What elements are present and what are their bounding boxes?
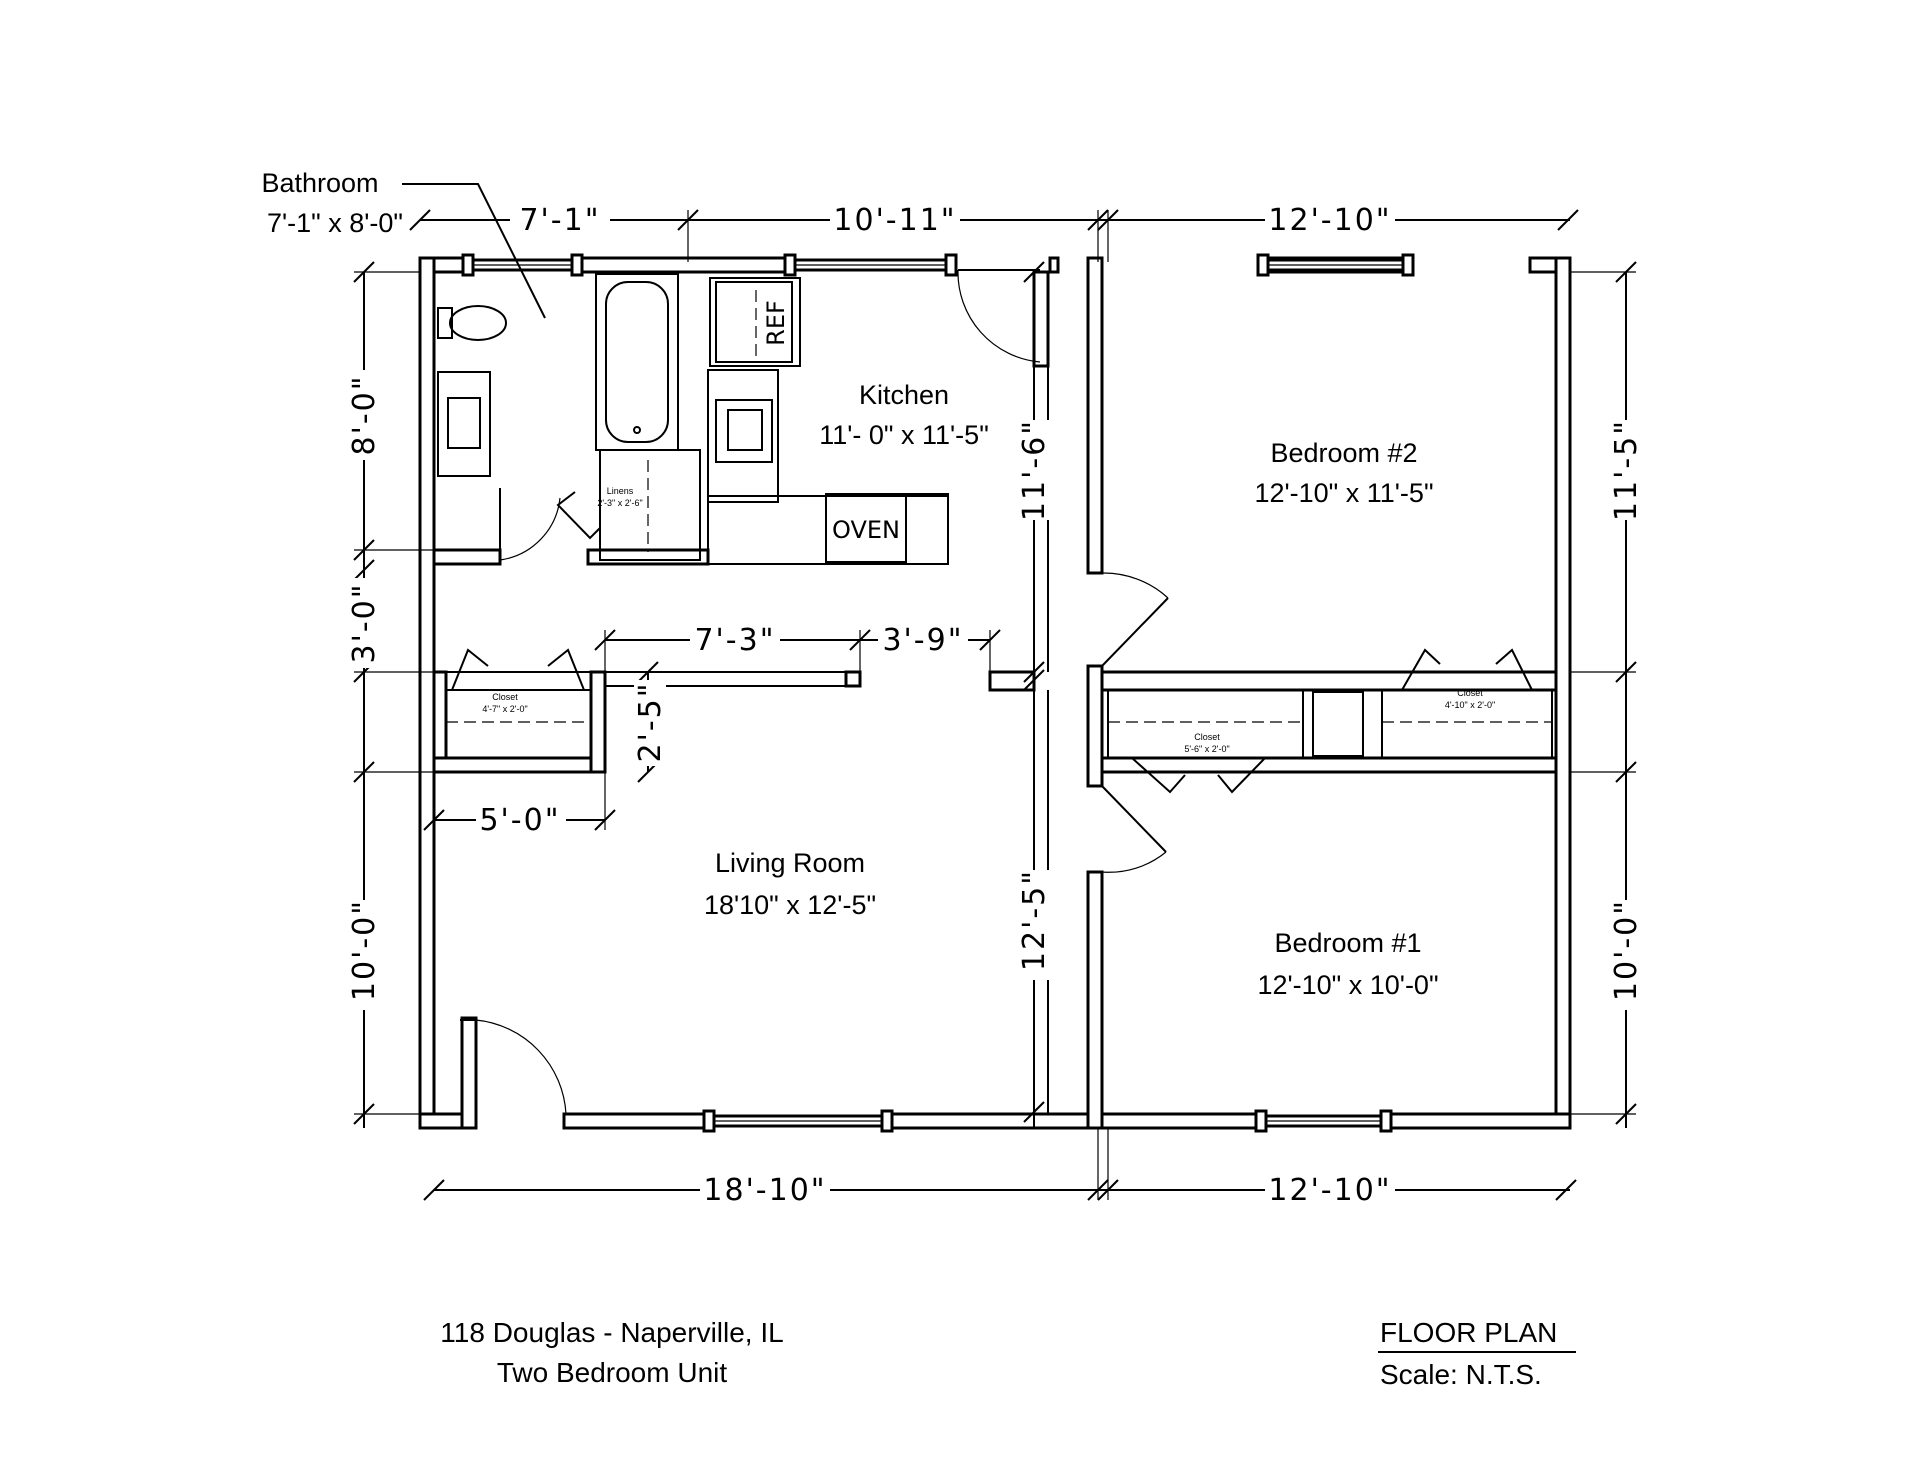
bedroom2-size: 12'-10" x 11'-5" bbox=[1254, 478, 1433, 508]
kitchen-fixtures bbox=[707, 269, 1041, 565]
windows bbox=[461, 253, 1415, 1133]
dim-right-bedroom2: 11'-5" bbox=[1609, 419, 1644, 521]
dim-right-bedroom1: 10'-0" bbox=[1609, 899, 1644, 1001]
closet-left-label: Closet bbox=[492, 692, 518, 702]
closet-right-label: Closet bbox=[1457, 688, 1483, 698]
scale-text: Scale: N.T.S. bbox=[1380, 1359, 1542, 1390]
dim-living-height: 12'-5" bbox=[1017, 869, 1052, 971]
ref-label: REF bbox=[762, 300, 790, 346]
dim-closet-depth: 2'-5" bbox=[633, 681, 668, 762]
appliance-labels: REF OVEN bbox=[762, 300, 900, 544]
bedroom2-label: Bedroom #2 bbox=[1270, 438, 1417, 468]
dim-left-living: 10'-0" bbox=[347, 899, 382, 1001]
dim-top-kitchen: 10'-11" bbox=[833, 203, 956, 238]
dim-left-bath: 8'-0" bbox=[347, 374, 382, 455]
dim-entry-offset: 5'-0" bbox=[479, 803, 560, 838]
kitchen-size: 11'- 0" x 11'-5" bbox=[819, 420, 989, 450]
closet-right-size: 4'-10" x 2'-0" bbox=[1445, 700, 1495, 710]
closet-left-size: 4'-7" x 2'-0" bbox=[482, 704, 527, 714]
linens-size: 2'-3" x 2'-6" bbox=[597, 498, 642, 508]
bedroom1-size: 12'-10" x 10'-0" bbox=[1257, 970, 1438, 1000]
dim-inner-opening: 3'-9" bbox=[882, 623, 963, 658]
dimension-labels: 7'-1" 10'-11" 12'-10" 18'-10" 12'-10" 8'… bbox=[347, 203, 1644, 1208]
dim-top-bedroom: 12'-10" bbox=[1268, 203, 1391, 238]
title-block: 118 Douglas - Naperville, IL Two Bedroom… bbox=[440, 1317, 1576, 1390]
closet-mid-size: 5'-6" x 2'-0" bbox=[1184, 744, 1229, 754]
dim-bottom-bedroom: 12'-10" bbox=[1268, 1173, 1391, 1208]
bathroom-fixtures bbox=[437, 273, 701, 561]
bedroom-doors bbox=[460, 572, 1169, 1130]
dimension-lines bbox=[353, 183, 1637, 1201]
room-labels: Bathroom 7'-1" x 8'-0" Kitchen 11'- 0" x… bbox=[261, 168, 1438, 1000]
unit-text: Two Bedroom Unit bbox=[497, 1357, 728, 1388]
address-text: 118 Douglas - Naperville, IL bbox=[440, 1317, 783, 1348]
living-room-size: 18'10" x 12'-5" bbox=[704, 890, 876, 920]
closets bbox=[445, 648, 1553, 794]
bathroom-size: 7'-1" x 8'-0" bbox=[267, 208, 403, 238]
linens-label: Linens bbox=[607, 486, 634, 496]
dim-top-bath: 7'-1" bbox=[519, 203, 600, 238]
living-room-label: Living Room bbox=[715, 848, 865, 878]
closet-mid-label: Closet bbox=[1194, 732, 1220, 742]
kitchen-label: Kitchen bbox=[859, 380, 949, 410]
bathroom-label: Bathroom bbox=[261, 168, 378, 198]
bedroom1-label: Bedroom #1 bbox=[1274, 928, 1421, 958]
dim-kitchen-height: 11'-6" bbox=[1017, 419, 1052, 521]
plan-title: FLOOR PLAN bbox=[1380, 1317, 1557, 1348]
dim-left-hall: 3'-0" bbox=[347, 582, 382, 663]
dim-inner-wall: 7'-3" bbox=[694, 623, 775, 658]
oven-label: OVEN bbox=[832, 516, 900, 544]
dim-bottom-living: 18'-10" bbox=[703, 1173, 826, 1208]
closet-labels: Linens 2'-3" x 2'-6" Closet 4'-7" x 2'-0… bbox=[482, 486, 1495, 754]
